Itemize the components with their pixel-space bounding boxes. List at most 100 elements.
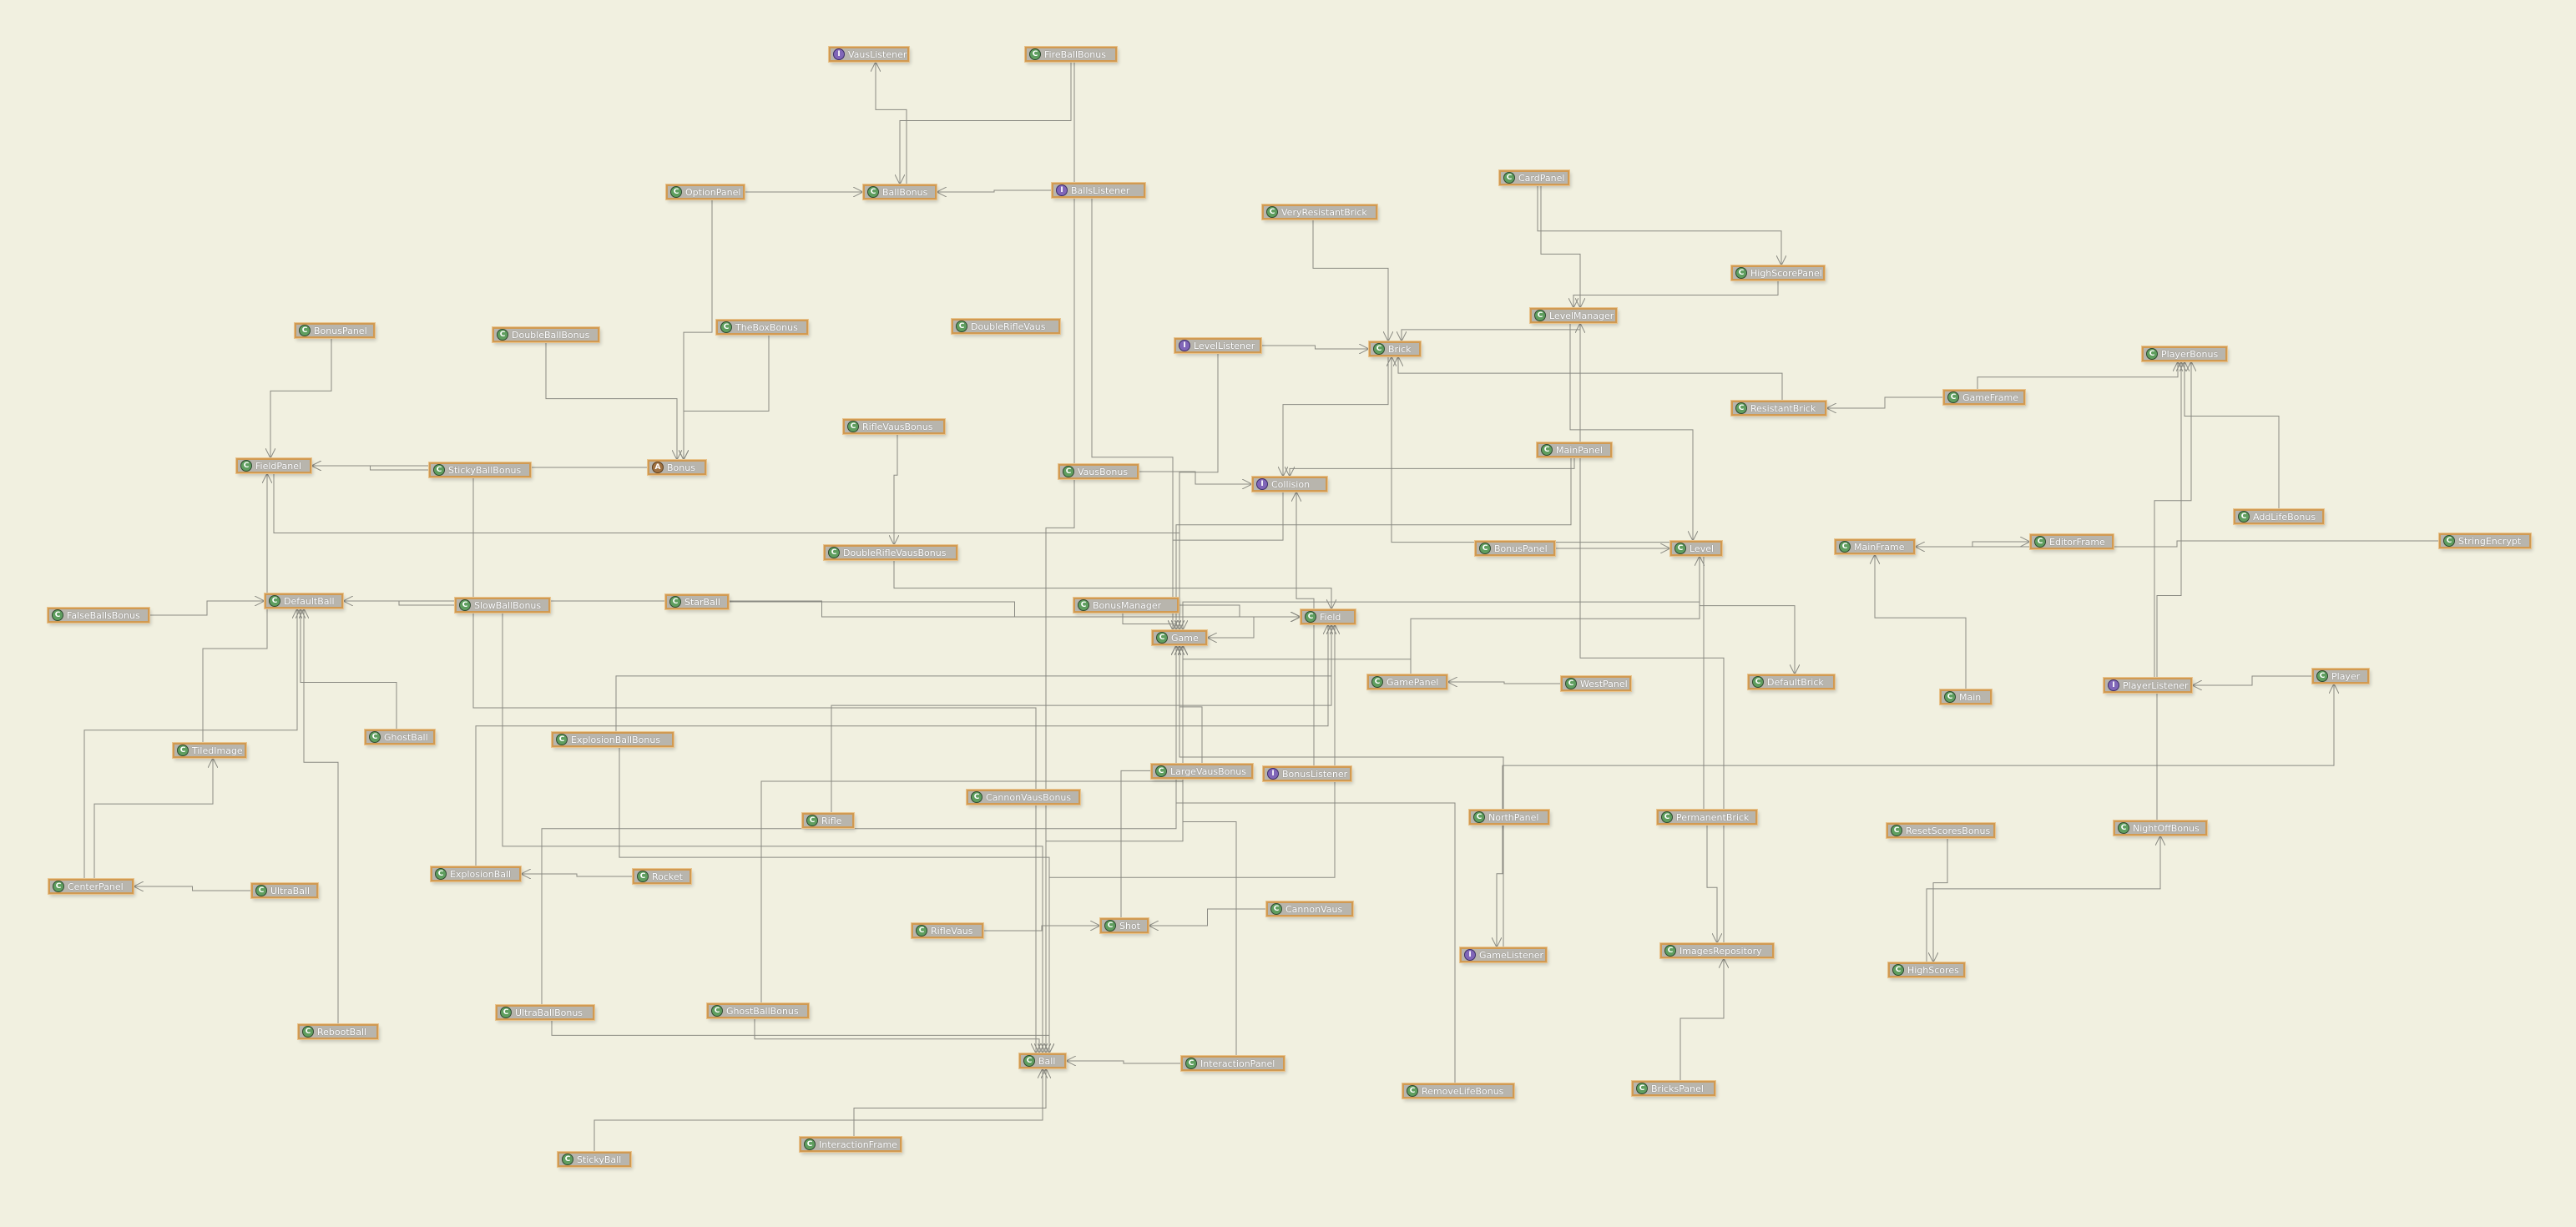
class-badge-icon: C (299, 325, 311, 336)
class-badge-icon: C (269, 595, 280, 607)
class-name-label: CardPanel (1518, 172, 1565, 184)
class-badge-icon: C (806, 815, 818, 826)
class-badge-icon: C (1029, 48, 1041, 60)
class-badge-icon: C (1270, 903, 1282, 915)
class-name-label: ImagesRepository (1679, 945, 1762, 957)
dependency-edge-cannon-vaus-to-shot (1149, 908, 1266, 926)
dependency-edge-card-panel-to-high-score-panel (1537, 185, 1781, 265)
dependency-edge-bonus-panel-to-field-panel (270, 338, 332, 458)
dependency-edge-vaus-bonus-to-collision (1139, 471, 1252, 484)
dependency-edge-images-repository-to-level-manager (1580, 323, 1725, 943)
dependency-edge-ghost-ball-bonus-to-game (760, 645, 1183, 1003)
dependency-edge-interaction-panel-to-ball (1066, 1061, 1181, 1063)
dependency-edge-brick-to-collision (1283, 356, 1389, 477)
class-name-label: HighScores (1907, 964, 1959, 976)
dependency-edge-main-panel-to-collision (1290, 457, 1575, 477)
interface-badge-icon: I (1056, 184, 1068, 196)
class-name-label: InteractionPanel (1200, 1058, 1275, 1069)
dependency-edge-sticky-ball-bonus-to-field-panel (311, 466, 429, 470)
class-name-label: HighScorePanel (1750, 267, 1822, 279)
class-badge-icon: C (1156, 632, 1168, 644)
class-name-label: AddLifeBonus (2253, 511, 2316, 523)
class-name-label: PermanentBrick (1676, 811, 1750, 823)
